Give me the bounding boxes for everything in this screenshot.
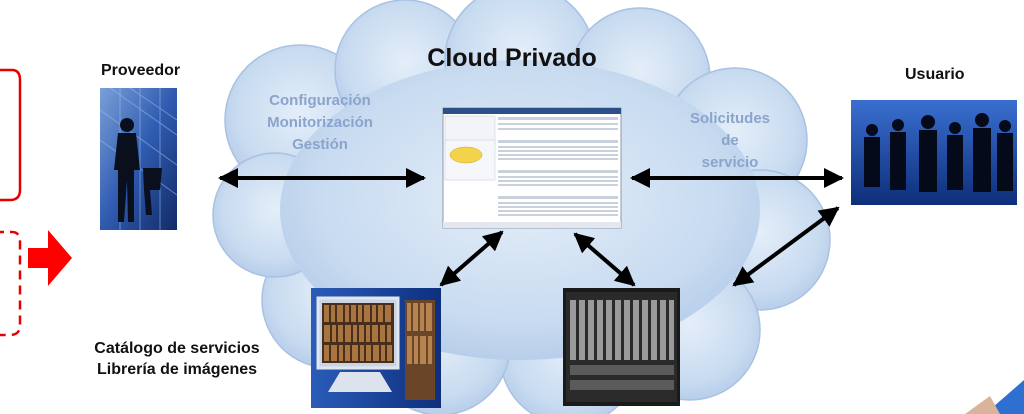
provider-arrow-label: Configuración Monitorización Gestión	[240, 90, 400, 156]
big-red-arrow	[28, 230, 72, 286]
diagram-title: Cloud Privado	[427, 44, 597, 72]
left-red-box-dashed	[0, 230, 22, 337]
label-solicitudes: Solicitudes	[689, 110, 771, 127]
label-catalogo: Catálogo de servicios	[94, 340, 260, 357]
console-screenshot	[442, 107, 622, 229]
users-image	[851, 100, 1017, 205]
left-red-box-top	[0, 68, 22, 202]
label-configuracion: Configuración	[269, 92, 371, 109]
label-de: de	[721, 132, 739, 149]
user-arrow-label: Solicitudes de servicio	[660, 108, 800, 174]
catalog-label: Catálogo de servicios Librería de imágen…	[52, 338, 302, 380]
label-libreria: Librería de imágenes	[96, 361, 258, 378]
corner-decoration	[965, 380, 1024, 414]
arrow-console-rack	[573, 232, 636, 287]
server-rack-image	[563, 288, 680, 406]
provider-image	[99, 87, 178, 230]
arrow-rack-user	[732, 206, 840, 287]
provider-label: Proveedor	[101, 62, 181, 79]
user-label: Usuario	[905, 66, 965, 83]
catalog-image	[311, 288, 441, 408]
label-gestion: Gestión	[292, 136, 348, 153]
arrow-catalog-console	[439, 230, 504, 287]
label-monitorizacion: Monitorización	[267, 114, 373, 131]
label-servicio: servicio	[701, 154, 759, 171]
